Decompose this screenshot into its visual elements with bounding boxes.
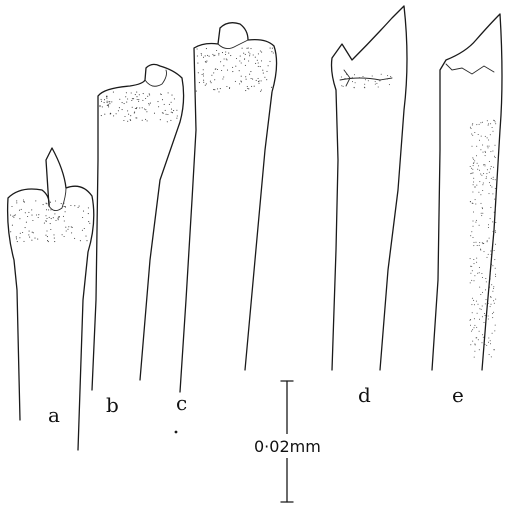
stray-mark	[175, 431, 178, 434]
scale-bar-label: 0·02mm	[254, 437, 321, 456]
specimen-d	[332, 6, 408, 370]
label-a: a	[48, 403, 60, 427]
label-e: e	[452, 383, 464, 407]
articular-surface-a	[10, 199, 90, 242]
stippled-shaft-e	[470, 120, 497, 358]
scale-bar: 0·02mm	[252, 381, 342, 502]
articular-surface-b	[99, 92, 177, 123]
label-b: b	[106, 393, 119, 417]
label-d: d	[358, 383, 371, 407]
specimen-b	[92, 64, 184, 390]
label-c: c	[176, 391, 187, 415]
specimen-c	[180, 23, 277, 392]
specimen-e	[432, 14, 502, 370]
articular-surface-c	[196, 48, 274, 93]
